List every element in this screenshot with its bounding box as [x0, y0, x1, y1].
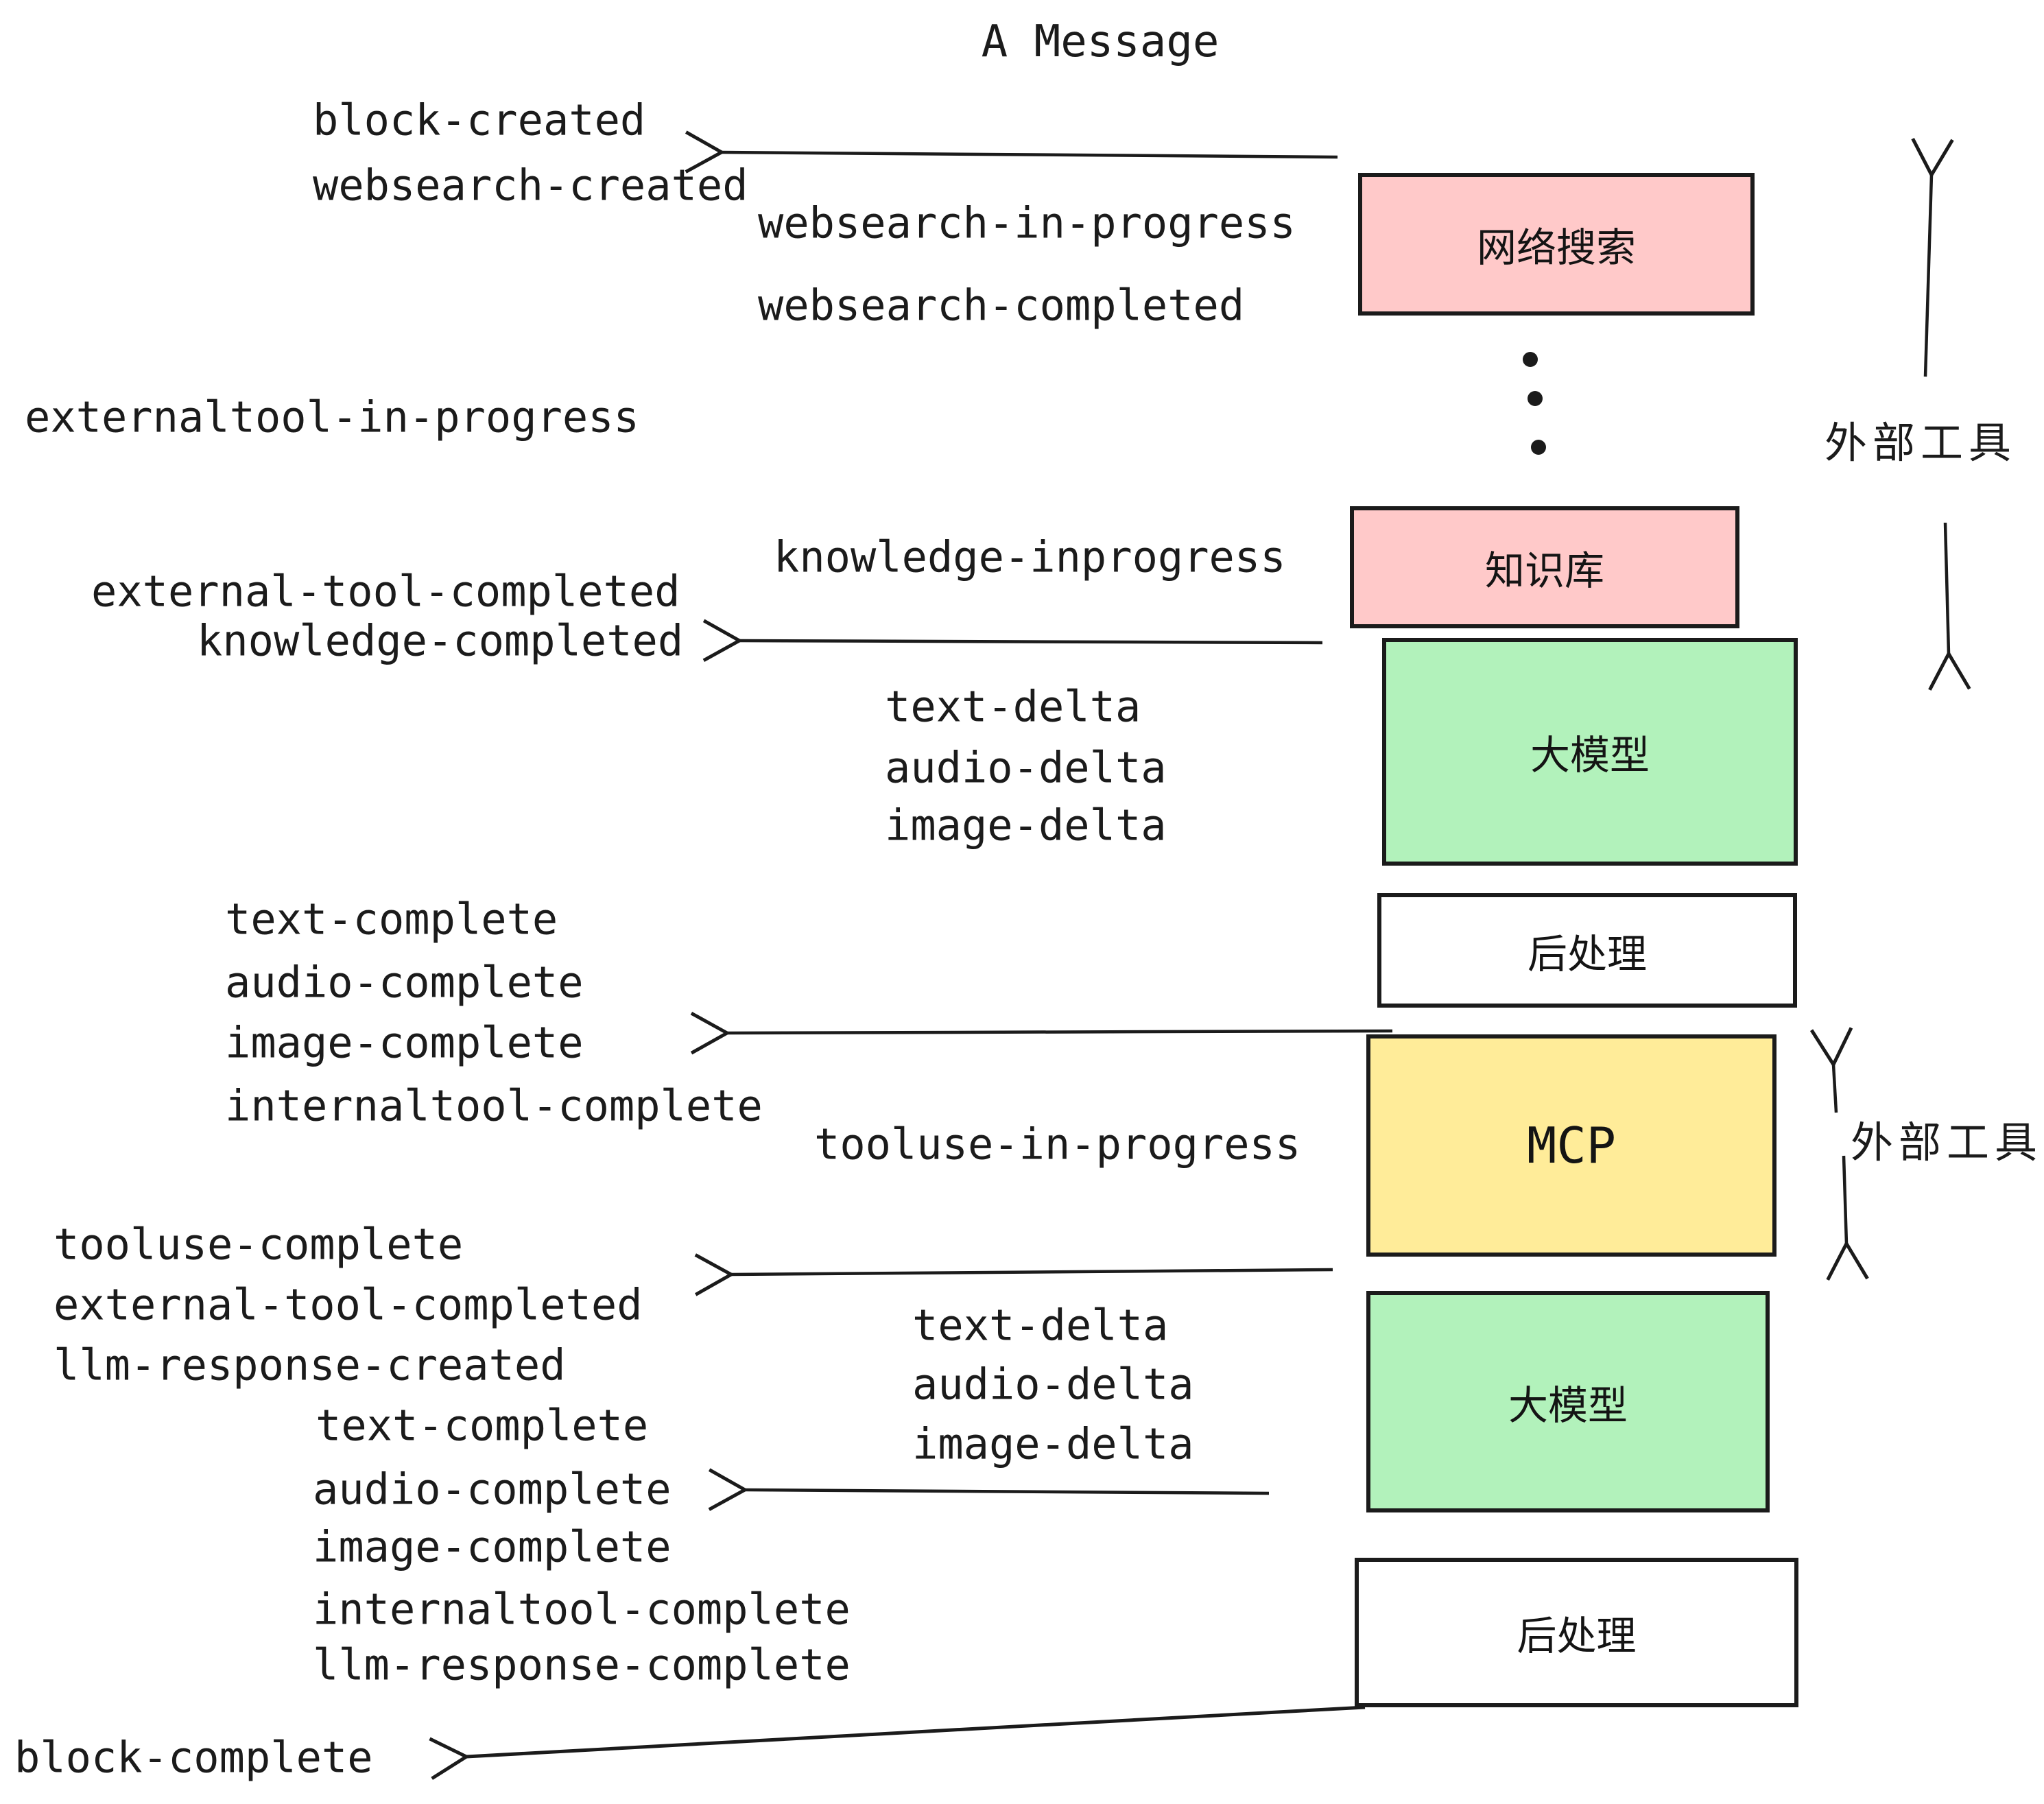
box-mcp: MCP — [1366, 1034, 1776, 1257]
event-image-delta-1: image-delta — [885, 800, 1167, 851]
arrow-to-knowledge-completed — [702, 619, 1323, 663]
event-text-complete-2: text-complete — [316, 1400, 649, 1451]
event-text-delta-1: text-delta — [885, 681, 1141, 732]
box-post-process-1-label: 后处理 — [1527, 930, 1647, 977]
event-audio-complete-2: audio-complete — [313, 1464, 672, 1515]
box-web-search: 网络搜索 — [1358, 173, 1755, 316]
event-external-tool-completed-1: external-tool-completed — [91, 566, 680, 617]
event-audio-complete-1: audio-complete — [225, 957, 584, 1008]
event-externaltool-in-progress: externaltool-in-progress — [25, 392, 639, 442]
ellipsis-dot — [1531, 440, 1546, 455]
arrow-to-block-complete — [429, 1705, 1366, 1780]
box-post-process-2-label: 后处理 — [1517, 1613, 1637, 1659]
event-block-complete: block-complete — [14, 1732, 373, 1783]
box-post-process-2: 后处理 — [1355, 1558, 1798, 1707]
diagram-title: A Message — [981, 16, 1220, 67]
event-tooluse-complete: tooluse-complete — [54, 1219, 464, 1270]
event-image-complete-2: image-complete — [313, 1521, 672, 1572]
event-audio-delta-2: audio-delta — [912, 1359, 1194, 1410]
external-tools-1-up-arrow — [1911, 137, 1954, 377]
box-knowledge-base: 知识库 — [1350, 506, 1739, 628]
arrow-to-image-complete — [690, 1011, 1393, 1055]
box-llm-1: 大模型 — [1382, 638, 1798, 866]
event-external-tool-completed-2: external-tool-completed — [54, 1279, 643, 1330]
box-knowledge-base-label: 知识库 — [1484, 547, 1604, 594]
event-internaltool-complete-2: internaltool-complete — [313, 1584, 851, 1635]
event-image-complete-1: image-complete — [225, 1017, 584, 1068]
event-knowledge-completed: knowledge-completed — [197, 615, 684, 666]
ellipsis-dot — [1528, 391, 1543, 406]
external-tools-2-up-arrow — [1809, 1027, 1853, 1113]
external-tools-2-down-arrow — [1826, 1155, 1869, 1281]
event-text-delta-2: text-delta — [912, 1300, 1169, 1351]
event-text-complete-1: text-complete — [225, 894, 558, 945]
event-websearch-created: websearch-created — [313, 160, 748, 211]
box-llm-2-label: 大模型 — [1508, 1381, 1628, 1429]
event-websearch-completed: websearch-completed — [758, 280, 1245, 331]
event-image-delta-2: image-delta — [912, 1419, 1194, 1469]
box-web-search-label: 网络搜索 — [1476, 224, 1636, 271]
box-llm-1-label: 大模型 — [1530, 732, 1650, 779]
external-tools-1-label: 外部工具 — [1824, 418, 2017, 468]
external-tools-2-label: 外部工具 — [1850, 1117, 2043, 1167]
arrow-to-block-created — [685, 130, 1338, 174]
event-tooluse-in-progress: tooluse-in-progress — [814, 1119, 1301, 1170]
external-tools-1-down-arrow — [1928, 522, 1971, 691]
arrow-to-tooluse-complete — [694, 1253, 1333, 1296]
box-post-process-1: 后处理 — [1377, 893, 1797, 1008]
arrow-to-audio-complete — [708, 1468, 1270, 1511]
event-knowledge-inprogress: knowledge-inprogress — [774, 532, 1286, 582]
event-websearch-in-progress: websearch-in-progress — [758, 198, 1296, 248]
event-llm-response-created: llm-response-created — [54, 1340, 566, 1390]
box-mcp-label: MCP — [1526, 1117, 1617, 1174]
ellipsis-dot — [1523, 352, 1538, 367]
event-block-created: block-created — [313, 95, 646, 145]
box-llm-2: 大模型 — [1366, 1291, 1770, 1512]
event-audio-delta-1: audio-delta — [885, 742, 1167, 793]
event-internaltool-complete-1: internaltool-complete — [225, 1080, 763, 1131]
event-llm-response-complete: llm-response-complete — [313, 1639, 851, 1690]
